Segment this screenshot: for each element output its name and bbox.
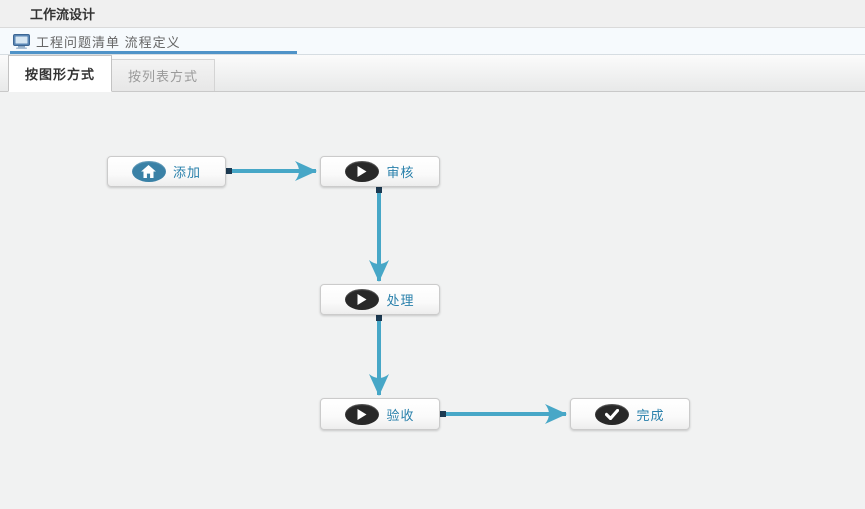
breadcrumb[interactable]: 工程问题清单 流程定义 [0,28,865,55]
monitor-icon [13,33,30,49]
view-tabs: 按图形方式 按列表方式 [0,55,865,92]
flow-node-label: 添加 [172,165,201,180]
edge-origin-dot [376,315,382,321]
play-icon [345,403,380,425]
flow-node-done[interactable]: 完成 [570,398,690,430]
tab-graphic-view[interactable]: 按图形方式 [8,55,113,92]
window-header: 工作流设计 [0,0,865,28]
breadcrumb-active-underline [10,51,297,54]
flow-node-accept[interactable]: 验收 [320,398,440,430]
edge-origin-dot [376,187,382,193]
edge-origin-dot [226,168,232,174]
flow-node-label: 完成 [636,407,665,423]
flow-node-add[interactable]: 添加 [107,156,226,187]
home-icon [131,161,166,182]
flow-node-label: 验收 [386,407,415,423]
flow-node-process[interactable]: 处理 [320,284,440,315]
play-icon [345,289,380,310]
flow-node-label: 处理 [386,293,415,308]
check-icon [595,403,630,425]
breadcrumb-label: 工程问题清单 流程定义 [36,34,181,50]
tab-list-view[interactable]: 按列表方式 [112,59,216,91]
flow-node-label: 审核 [386,165,415,180]
edge-origin-dot [440,411,446,417]
play-icon [345,161,380,182]
flow-node-review[interactable]: 审核 [320,156,440,187]
page-title: 工作流设计 [30,7,96,22]
